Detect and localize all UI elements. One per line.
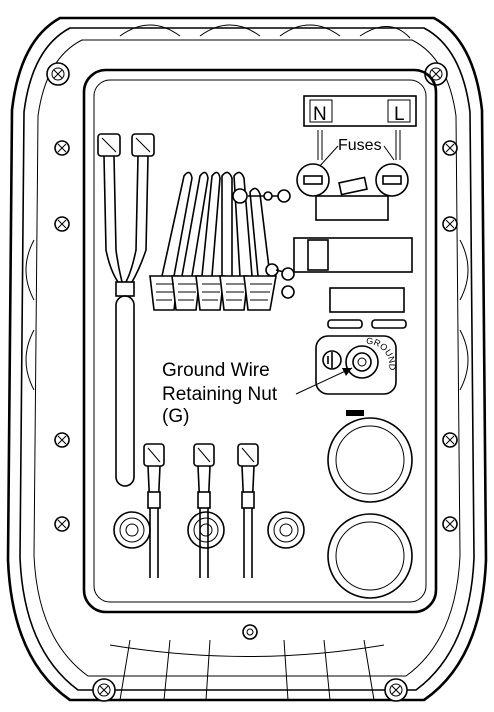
bottom-wire-3 <box>237 443 259 578</box>
screw-top-right <box>424 62 448 86</box>
screw-left-3 <box>54 432 70 448</box>
gland-1 <box>113 511 151 549</box>
ground-label-line1: Ground Wire <box>162 360 270 381</box>
ground-plate: GROUND <box>315 335 398 395</box>
screw-right-4 <box>442 516 458 532</box>
screw-bottom-right <box>384 678 408 702</box>
wire-nut-row <box>149 275 277 311</box>
screw-left-4 <box>54 516 70 532</box>
screw-right-3 <box>442 432 458 448</box>
terminal-n-label: N <box>313 104 327 125</box>
gland-3 <box>267 511 305 549</box>
mounting-screws <box>46 62 458 702</box>
knockout-upper <box>327 417 413 503</box>
screw-right-1 <box>442 140 458 156</box>
screw-bottom-left <box>92 678 116 702</box>
fuse-left <box>296 163 330 197</box>
ground-callout: Ground Wire Retaining Nut (G) <box>162 360 353 427</box>
bottom-cable-glands <box>113 443 305 578</box>
ground-symbol <box>322 350 342 370</box>
knockout-lower <box>327 513 413 599</box>
ground-lug-lower <box>265 263 295 299</box>
ground-nut <box>345 345 379 379</box>
bottom-wire-1 <box>143 443 165 578</box>
left-wire-harness <box>97 133 155 487</box>
component-blocks <box>293 195 413 329</box>
fuses-label: Fuses <box>338 137 382 154</box>
ground-lug-upper <box>232 188 291 204</box>
knockouts <box>327 410 413 599</box>
fuses: Fuses <box>296 137 409 197</box>
enclosure-shell <box>6 16 488 702</box>
terminal-l-label: L <box>394 104 405 125</box>
screw-left-2 <box>54 216 70 232</box>
gland-2 <box>187 511 225 549</box>
screw-bottom-center <box>242 624 258 640</box>
ground-label-line2: Retaining Nut <box>162 384 278 405</box>
ground-label-line3: (G) <box>162 406 189 427</box>
screw-top-left <box>46 62 70 86</box>
inner-panel <box>82 68 438 614</box>
terminal-block: N L <box>303 95 417 160</box>
screw-right-2 <box>442 216 458 232</box>
bottom-wire-2 <box>193 443 215 578</box>
fuse-right <box>375 163 409 197</box>
screw-left-1 <box>54 140 70 156</box>
wire-connector-fan <box>149 171 295 311</box>
